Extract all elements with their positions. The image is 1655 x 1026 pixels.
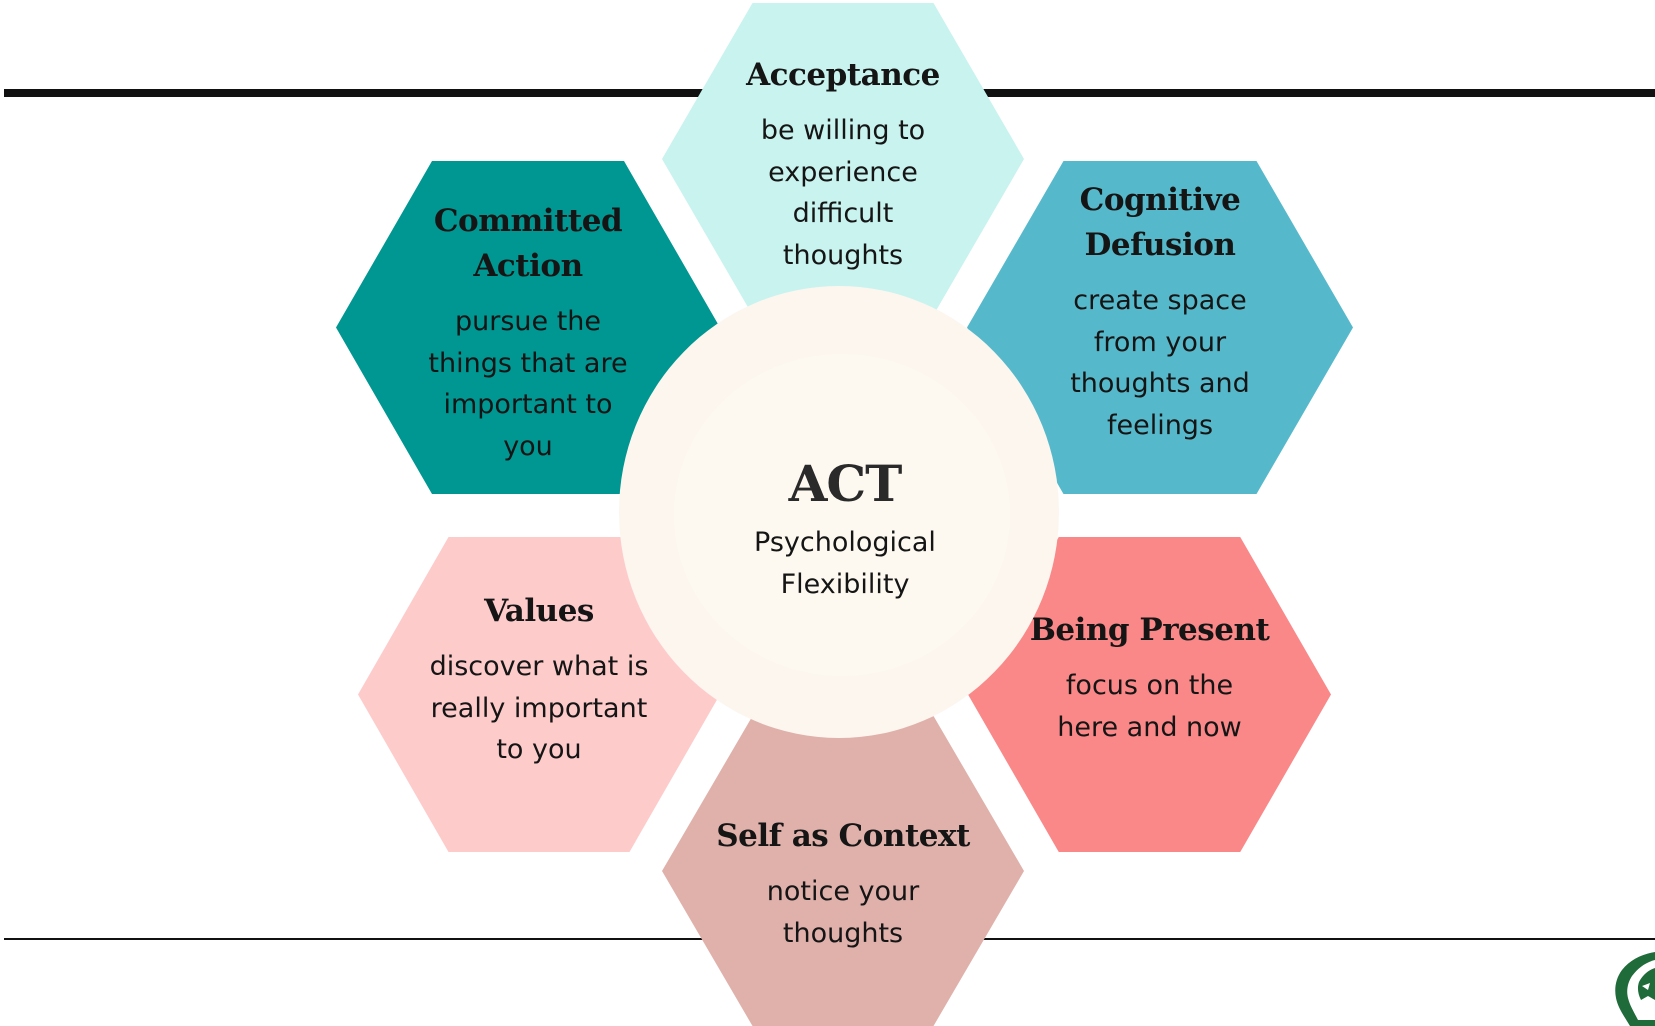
committed-title-line: Action xyxy=(473,248,583,284)
committed-desc-line: things that are xyxy=(428,347,628,379)
present-title: Being Present xyxy=(1029,612,1270,648)
hexagon-cognitive-defusion: Cognitive Defusion create space from you… xyxy=(967,161,1353,494)
present-desc-line: focus on the xyxy=(1065,670,1234,701)
committed-desc-line: important to xyxy=(443,389,613,420)
center-label: ACT Psychological Flexibility xyxy=(700,452,990,605)
mascot-logo-icon xyxy=(1615,952,1655,1026)
hexagon-self-as-context: Self as Context notice your thoughts xyxy=(662,716,1024,1026)
committed-desc-line: pursue the xyxy=(454,306,602,337)
acceptance-desc-line: difficult xyxy=(792,198,894,229)
center-title: ACT xyxy=(788,454,903,513)
committed-title-line: Committed xyxy=(433,203,623,239)
defusion-title-line: Cognitive xyxy=(1079,182,1241,218)
present-desc-line: here and now xyxy=(1057,711,1242,743)
hexagon-acceptance: Acceptance be willing to experience diff… xyxy=(662,3,1024,315)
acceptance-desc-line: thoughts xyxy=(782,239,904,271)
acceptance-desc-line: experience xyxy=(768,156,918,188)
committed-desc-line: you xyxy=(503,430,553,462)
center-subtitle-line: Flexibility xyxy=(780,568,910,600)
defusion-desc-line: feelings xyxy=(1106,409,1214,441)
acceptance-desc-line: be willing to xyxy=(760,115,926,146)
values-title: Values xyxy=(484,593,594,629)
defusion-desc-line: from your xyxy=(1093,326,1227,358)
defusion-title-line: Defusion xyxy=(1084,227,1236,263)
self-desc-line: notice your xyxy=(766,876,920,907)
values-desc-line: discover what is xyxy=(429,651,649,682)
defusion-desc-line: thoughts and xyxy=(1070,368,1250,399)
acceptance-title: Acceptance xyxy=(746,57,940,93)
center-circle-inner xyxy=(674,354,1010,676)
center-subtitle-line: Psychological xyxy=(754,527,936,558)
defusion-desc-line: create space xyxy=(1073,285,1247,316)
self-title: Self as Context xyxy=(716,818,970,854)
values-desc-line: really important xyxy=(430,692,648,724)
values-desc-line: to you xyxy=(496,734,582,765)
self-desc-line: thoughts xyxy=(782,917,904,949)
